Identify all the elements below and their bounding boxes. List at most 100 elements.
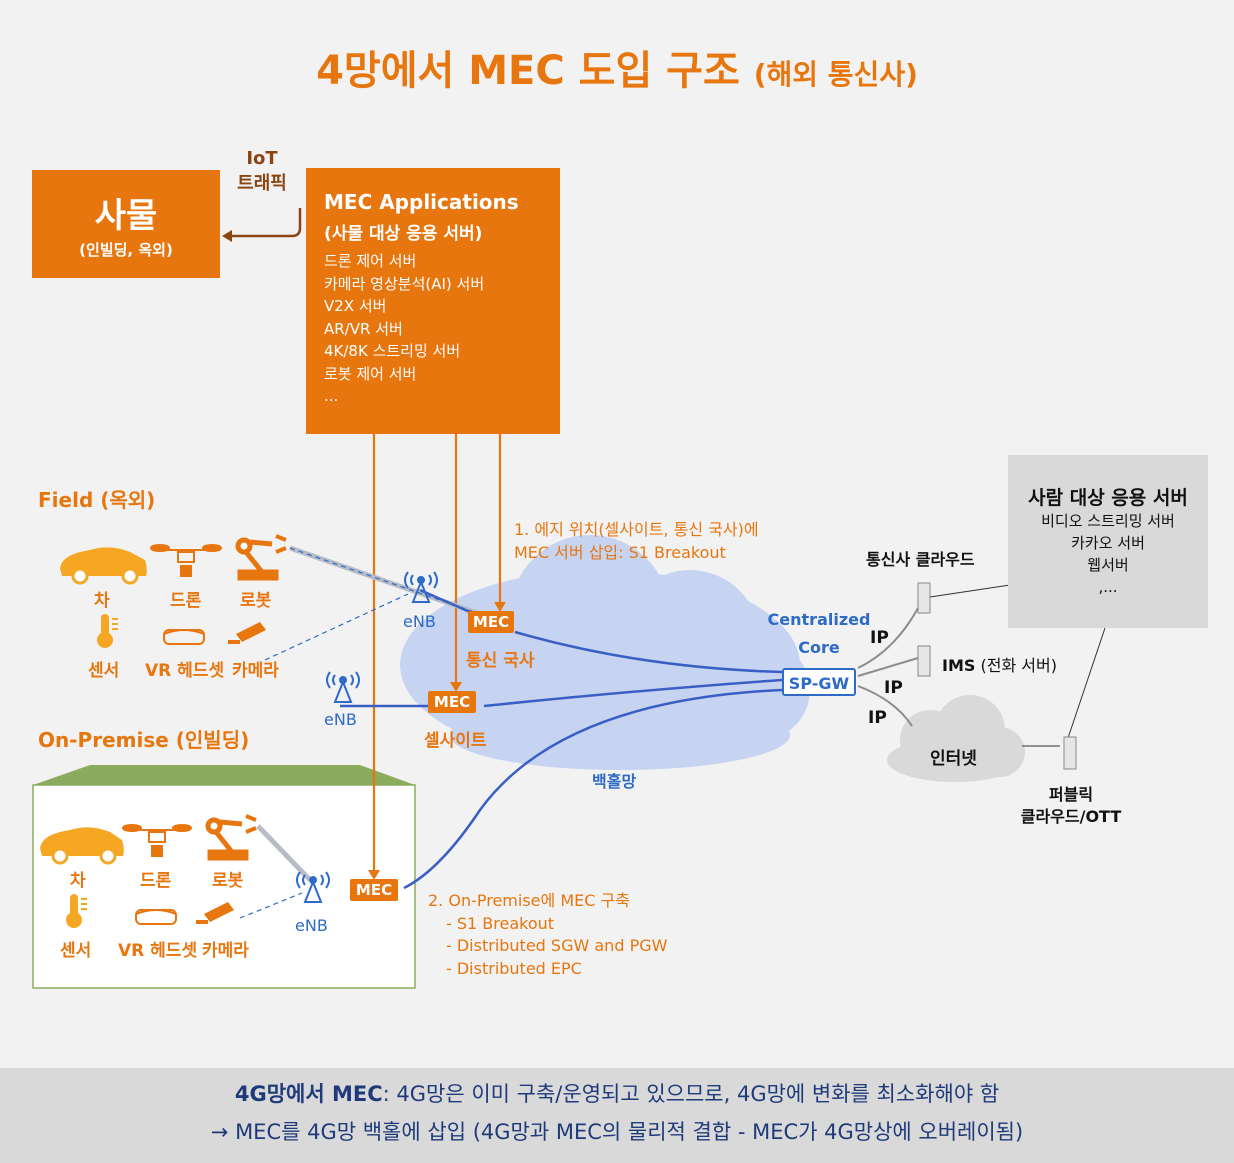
ims-bold: IMS — [942, 656, 976, 675]
gw-links — [857, 607, 919, 727]
telco-cloud-label: 통신사 클라우드 — [866, 550, 975, 569]
robot-arm-icon — [235, 534, 287, 581]
ims-rest: (전화 서버) — [980, 656, 1057, 675]
core-label: Centralized Core — [764, 606, 874, 662]
field-label: Field (옥외) — [38, 488, 156, 512]
mec-app-item: 4K/8K 스트리밍 서버 — [324, 342, 461, 360]
page-title: 4망에서 MEC 도입 구조 (해외 통신사) — [0, 38, 1234, 96]
backhaul-label: 백홀망 — [592, 772, 637, 791]
drone-icon — [122, 824, 192, 857]
vr-headset-icon — [135, 909, 177, 925]
mec-app-links — [372, 434, 502, 872]
mec-apps-subtitle: (사물 대상 응용 서버) — [324, 224, 483, 244]
arrow-heads — [368, 602, 506, 880]
note-edge-insertion: 1. 에지 위치(셀사이트, 통신 국사)에 MEC 서버 삽입: S1 Bre… — [514, 518, 759, 564]
title-main: 4망에서 MEC 도입 구조 — [316, 48, 740, 94]
car-icon — [60, 547, 147, 585]
note2-item: - Distributed SGW and PGW — [446, 936, 668, 955]
car-icon — [40, 827, 124, 865]
server-icons — [917, 582, 1077, 770]
mec-apps-list: 드론 제어 서버 카메라 영상분석(AI) 서버 V2X 서버 AR/VR 서버… — [324, 250, 560, 408]
iot-traffic-label: IoT 트래픽 — [222, 146, 302, 196]
mec-badge-telco-office: MEC — [468, 611, 514, 633]
enb-antenna-icon — [326, 671, 360, 703]
ip-label-3: IP — [868, 708, 887, 728]
mec-app-item: ... — [324, 387, 339, 405]
field-icons — [60, 534, 287, 648]
mec-app-item: 로봇 제어 서버 — [324, 364, 417, 383]
vr-headset-icon — [163, 629, 205, 645]
robot-arm-icon — [205, 814, 257, 861]
field-device-drone: 드론 — [170, 591, 202, 611]
sp-gw-box: SP-GW — [782, 668, 856, 696]
cell-site-label: 셀사이트 — [424, 731, 487, 751]
onprem-device-car: 차 — [70, 871, 86, 891]
onprem-icons — [40, 814, 257, 928]
enb-label-onprem: eNB — [295, 916, 328, 935]
enb-antenna-icon — [296, 871, 330, 903]
summary-bold: 4G망에서 MEC — [234, 1082, 383, 1106]
field-device-camera: 카메라 — [232, 661, 279, 681]
mec-apps-title: MEC Applications — [324, 190, 519, 214]
thing-subtitle: (인빌딩, 옥외) — [79, 241, 173, 259]
internet-label: 인터넷 — [930, 749, 977, 769]
thing-box: 사물 (인빌딩, 옥외) — [32, 170, 220, 278]
enb-antenna-icon — [404, 571, 438, 603]
note1-line1: 1. 에지 위치(셀사이트, 통신 국사)에 — [514, 520, 759, 539]
summary-rest: : 4G망은 이미 구축/운영되고 있으므로, 4G망에 변화를 최소화해야 함 — [382, 1082, 1000, 1106]
network-lines — [340, 588, 783, 890]
thermometer-icon — [97, 614, 118, 648]
drone-icon — [150, 544, 222, 577]
ip-label-2: IP — [884, 678, 903, 698]
mec-badge-onprem: MEC — [350, 879, 398, 901]
onprem-device-drone: 드론 — [140, 871, 172, 891]
note2-item: - Distributed EPC — [446, 958, 582, 978]
field-device-sensor: 센서 — [88, 661, 120, 681]
note1-line2: MEC 서버 삽입: S1 Breakout — [514, 543, 726, 562]
thermometer-icon — [66, 894, 87, 928]
public-cloud-line2: 클라우드/OTT — [1020, 807, 1122, 826]
internet-cloud — [887, 695, 1025, 782]
telco-office-label: 통신 국사 — [466, 651, 535, 671]
enb-label-cell: eNB — [324, 710, 357, 729]
human-server-item: 비디오 스트리밍 서버 — [1041, 512, 1175, 530]
human-servers-list: 비디오 스트리밍 서버 카카오 서버 웹서버 ,... — [1008, 510, 1208, 598]
building-roof — [33, 765, 415, 785]
ims-label: IMS (전화 서버) — [942, 652, 1057, 676]
mec-app-item: AR/VR 서버 — [324, 319, 403, 338]
onprem-device-sensor: 센서 — [60, 941, 92, 961]
core-line1: Centralized — [767, 610, 871, 629]
enb-label-field: eNB — [403, 612, 436, 631]
camera-icon — [196, 902, 234, 924]
camera-icon — [228, 622, 266, 644]
human-servers-title: 사람 대상 응용 서버 — [1028, 487, 1188, 509]
note2-line1: 2. On-Premise에 MEC 구축 — [428, 891, 630, 910]
thing-title: 사물 — [94, 196, 158, 236]
field-device-vr: VR 헤드셋 — [145, 661, 225, 681]
iot-traffic-arrow — [230, 198, 305, 205]
note2-item: - S1 Breakout — [446, 913, 555, 933]
onprem-device-robot: 로봇 — [212, 871, 244, 891]
title-sub: (해외 통신사) — [753, 58, 918, 91]
human-server-item: ,... — [1098, 578, 1118, 596]
onprem-label: On-Premise (인빌딩) — [38, 728, 250, 752]
mec-app-item: 드론 제어 서버 — [324, 252, 417, 270]
public-cloud-label: 퍼블릭 클라우드/OTT — [1006, 784, 1136, 828]
note-onprem-mec: 2. On-Premise에 MEC 구축 - S1 Breakout - Di… — [428, 890, 667, 980]
wireless-links — [239, 547, 481, 919]
mec-applications-box: MEC Applications (사물 대상 응용 서버) 드론 제어 서버 … — [306, 168, 560, 434]
iot-label: IoT — [246, 148, 278, 169]
human-servers-box: 사람 대상 응용 서버 비디오 스트리밍 서버 카카오 서버 웹서버 ,... — [1008, 455, 1208, 628]
summary-line2: → MEC를 4G망 백홀에 삽입 (4G망과 MEC의 물리적 결합 - ME… — [210, 1120, 1024, 1144]
onprem-device-vr: VR 헤드셋 — [118, 941, 198, 961]
field-device-car: 차 — [94, 591, 110, 611]
onprem-device-camera: 카메라 — [202, 941, 249, 961]
summary-banner: 4G망에서 MEC: 4G망은 이미 구축/운영되고 있으므로, 4G망에 변화… — [0, 1068, 1234, 1163]
human-server-item: 웹서버 — [1087, 556, 1129, 574]
mec-app-item: 카메라 영상분석(AI) 서버 — [324, 274, 485, 293]
core-line2: Core — [798, 638, 840, 657]
summary-line1: 4G망에서 MEC: 4G망은 이미 구축/운영되고 있으므로, 4G망에 변화… — [0, 1078, 1234, 1108]
human-server-item: 카카오 서버 — [1071, 534, 1145, 552]
ip-label-1: IP — [870, 628, 889, 648]
